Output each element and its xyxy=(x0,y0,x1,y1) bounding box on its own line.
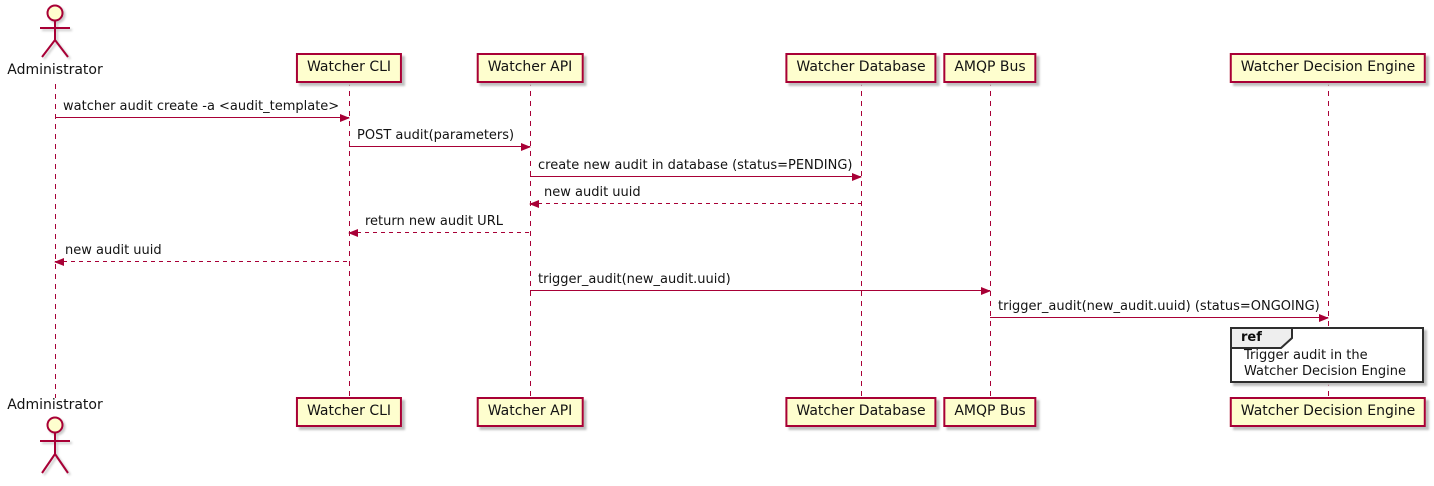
arrowhead-icon xyxy=(340,114,350,122)
message-1-label: watcher audit create -a <audit_template> xyxy=(63,99,340,114)
ref-keyword: ref xyxy=(1241,330,1262,345)
message-2-line xyxy=(349,146,530,147)
actor-icon xyxy=(40,416,70,474)
participant-box-watcher-api-top: Watcher API xyxy=(476,53,584,83)
arrowhead-icon xyxy=(1319,314,1329,322)
ref-frame: ref Trigger audit in the Watcher Decisio… xyxy=(1230,327,1424,383)
message-2-label: POST audit(parameters) xyxy=(357,128,515,143)
participant-box-watcher-cli-bottom: Watcher CLI xyxy=(295,397,403,427)
arrowhead-icon xyxy=(348,229,358,237)
ref-tab xyxy=(1230,327,1293,349)
message-7: trigger_audit(new_audit.uuid) xyxy=(530,271,991,295)
message-6: new audit uuid xyxy=(54,242,349,266)
arrowhead-icon xyxy=(852,173,862,181)
message-4-line xyxy=(530,203,861,204)
lifeline-administrator xyxy=(55,84,56,398)
participant-box-amqp-bus-bottom: AMQP Bus xyxy=(943,397,1037,427)
message-8-line xyxy=(990,317,1328,318)
lifeline-watcher-cli xyxy=(349,81,350,397)
participant-box-watcher-cli-top: Watcher CLI xyxy=(295,53,403,83)
ref-frame-text-line2: Watcher Decision Engine xyxy=(1244,364,1406,379)
arrowhead-icon xyxy=(529,200,539,208)
ref-frame-text-line1: Trigger audit in the xyxy=(1244,348,1368,363)
participant-box-watcher-decision-engine-top: Watcher Decision Engine xyxy=(1229,53,1427,83)
arrowhead-icon xyxy=(521,143,531,151)
message-7-line xyxy=(530,290,990,291)
participant-box-watcher-database-bottom: Watcher Database xyxy=(785,397,937,427)
message-5-line xyxy=(349,232,530,233)
message-5-label: return new audit URL xyxy=(365,214,503,229)
arrowhead-icon xyxy=(981,287,991,295)
participant-box-watcher-database-top: Watcher Database xyxy=(785,53,937,83)
participant-box-watcher-api-bottom: Watcher API xyxy=(476,397,584,427)
lifeline-watcher-database xyxy=(861,81,862,397)
participant-box-amqp-bus-top: AMQP Bus xyxy=(943,53,1037,83)
participant-box-watcher-decision-engine-bottom: Watcher Decision Engine xyxy=(1229,397,1427,427)
message-2: POST audit(parameters) xyxy=(349,127,531,151)
ref-frame-text: Trigger audit in the Watcher Decision En… xyxy=(1244,348,1406,380)
actor-icon xyxy=(40,4,70,58)
message-1: watcher audit create -a <audit_template> xyxy=(55,98,350,122)
actor-label-administrator-top: Administrator xyxy=(7,62,103,78)
message-1-line xyxy=(55,117,349,118)
message-5: return new audit URL xyxy=(348,213,530,237)
message-3: create new audit in database (status=PEN… xyxy=(530,157,862,181)
lifeline-amqp-bus xyxy=(990,81,991,397)
message-4: new audit uuid xyxy=(529,184,861,208)
message-3-line xyxy=(530,176,861,177)
message-6-line xyxy=(55,261,349,262)
actor-label-administrator-bottom: Administrator xyxy=(7,397,103,413)
message-6-label: new audit uuid xyxy=(65,243,162,258)
lifeline-watcher-api xyxy=(530,81,531,397)
message-3-label: create new audit in database (status=PEN… xyxy=(538,158,853,173)
lifeline-watcher-decision-engine xyxy=(1328,81,1329,397)
message-7-label: trigger_audit(new_audit.uuid) xyxy=(538,272,731,287)
message-8: trigger_audit(new_audit.uuid) (status=ON… xyxy=(990,298,1329,322)
message-4-label: new audit uuid xyxy=(544,185,641,200)
arrowhead-icon xyxy=(54,258,64,266)
message-8-label: trigger_audit(new_audit.uuid) (status=ON… xyxy=(998,299,1320,314)
